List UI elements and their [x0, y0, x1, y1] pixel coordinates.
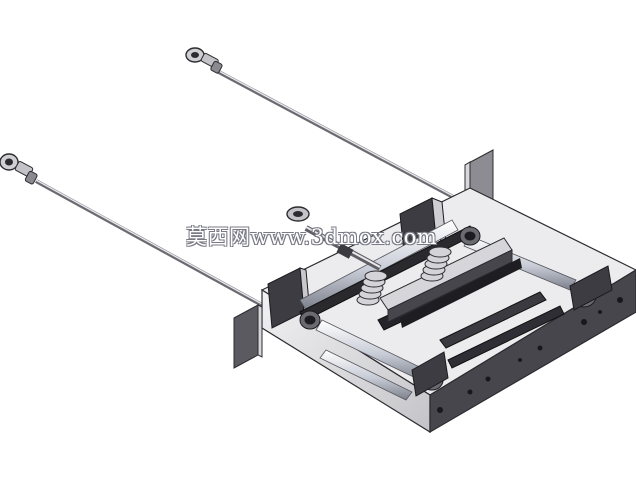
- rod-end-eye-lower: [0, 153, 38, 185]
- watermark-text: 莫西网www.3dmox.com: [186, 225, 438, 249]
- spring-right: [420, 246, 452, 282]
- linear-module: [379, 237, 522, 328]
- rod-end-eye-upper: [185, 47, 223, 74]
- spring-left: [356, 270, 388, 306]
- bearing-blocks: [299, 226, 613, 397]
- front-end-plate: [233, 304, 263, 369]
- actuator-rod: [286, 206, 382, 271]
- tie-rod-upper: [185, 47, 471, 208]
- tie-rod-lower: [0, 153, 263, 307]
